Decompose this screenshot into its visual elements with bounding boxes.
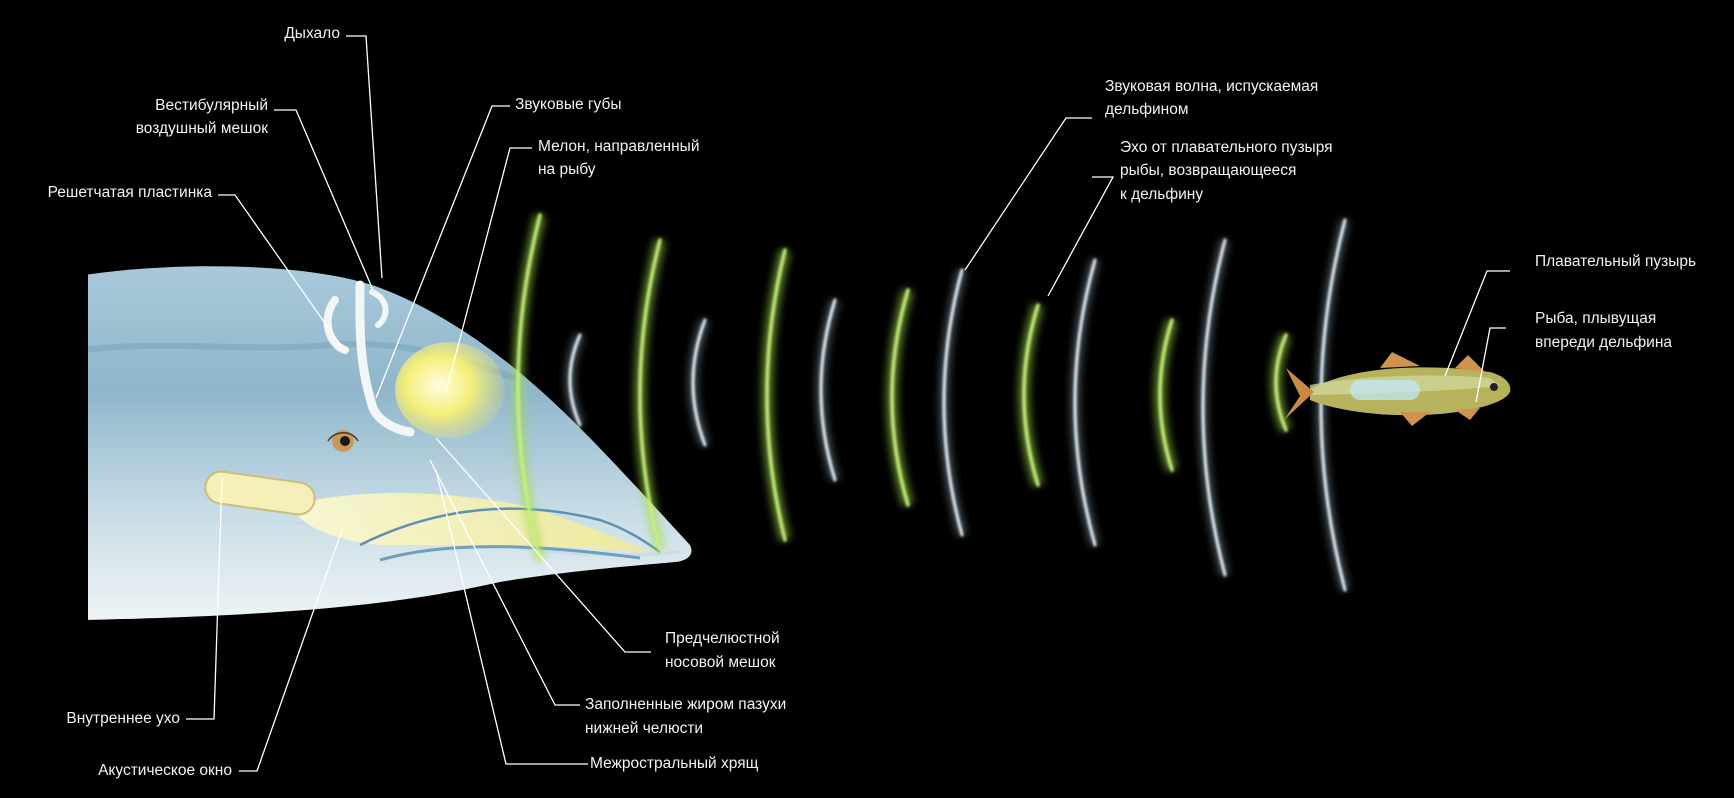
label-sound-wave-line1: Звуковая волна, испускаемая [1105, 76, 1318, 98]
label-vestibular-sac-line1: Вестибулярный [100, 95, 268, 117]
label-fat-sinuses-line1: Заполненные жиром пазухи [585, 694, 786, 716]
dolphin-head [80, 255, 691, 625]
label-blowhole: Дыхало [228, 23, 340, 45]
label-cribriform-plate: Решетчатая пластинка [10, 182, 212, 204]
label-melon-line1: Мелон, направленный [538, 136, 699, 158]
label-fish-line2: впереди дельфина [1535, 332, 1672, 354]
label-echo-line2: рыбы, возвращающееся [1120, 160, 1296, 182]
label-interrostral-cartilage: Межростральный хрящ [590, 753, 758, 775]
label-fat-sinuses-line2: нижней челюсти [585, 718, 703, 740]
swim-bladder [1350, 380, 1420, 400]
label-acoustic-window: Акустическое окно [20, 760, 232, 782]
label-fish-line1: Рыба, плывущая [1535, 308, 1656, 330]
label-premaxillary-sac-line2: носовой мешок [665, 652, 775, 674]
label-swim-bladder: Плавательный пузырь [1535, 251, 1696, 273]
label-echo-line1: Эхо от плавательного пузыря [1120, 137, 1333, 159]
label-premaxillary-sac-line1: Предчелюстной [665, 628, 780, 650]
label-sound-lips: Звуковые губы [515, 94, 621, 116]
label-sound-wave-line2: дельфином [1105, 99, 1189, 121]
melon [395, 342, 505, 438]
tail-fin [1284, 368, 1314, 420]
label-inner-ear: Внутреннее ухо [20, 708, 180, 730]
label-vestibular-sac-line2: воздушный мешок [100, 118, 268, 140]
label-echo-line3: к дельфину [1120, 184, 1203, 206]
label-melon-line2: на рыбу [538, 159, 596, 181]
